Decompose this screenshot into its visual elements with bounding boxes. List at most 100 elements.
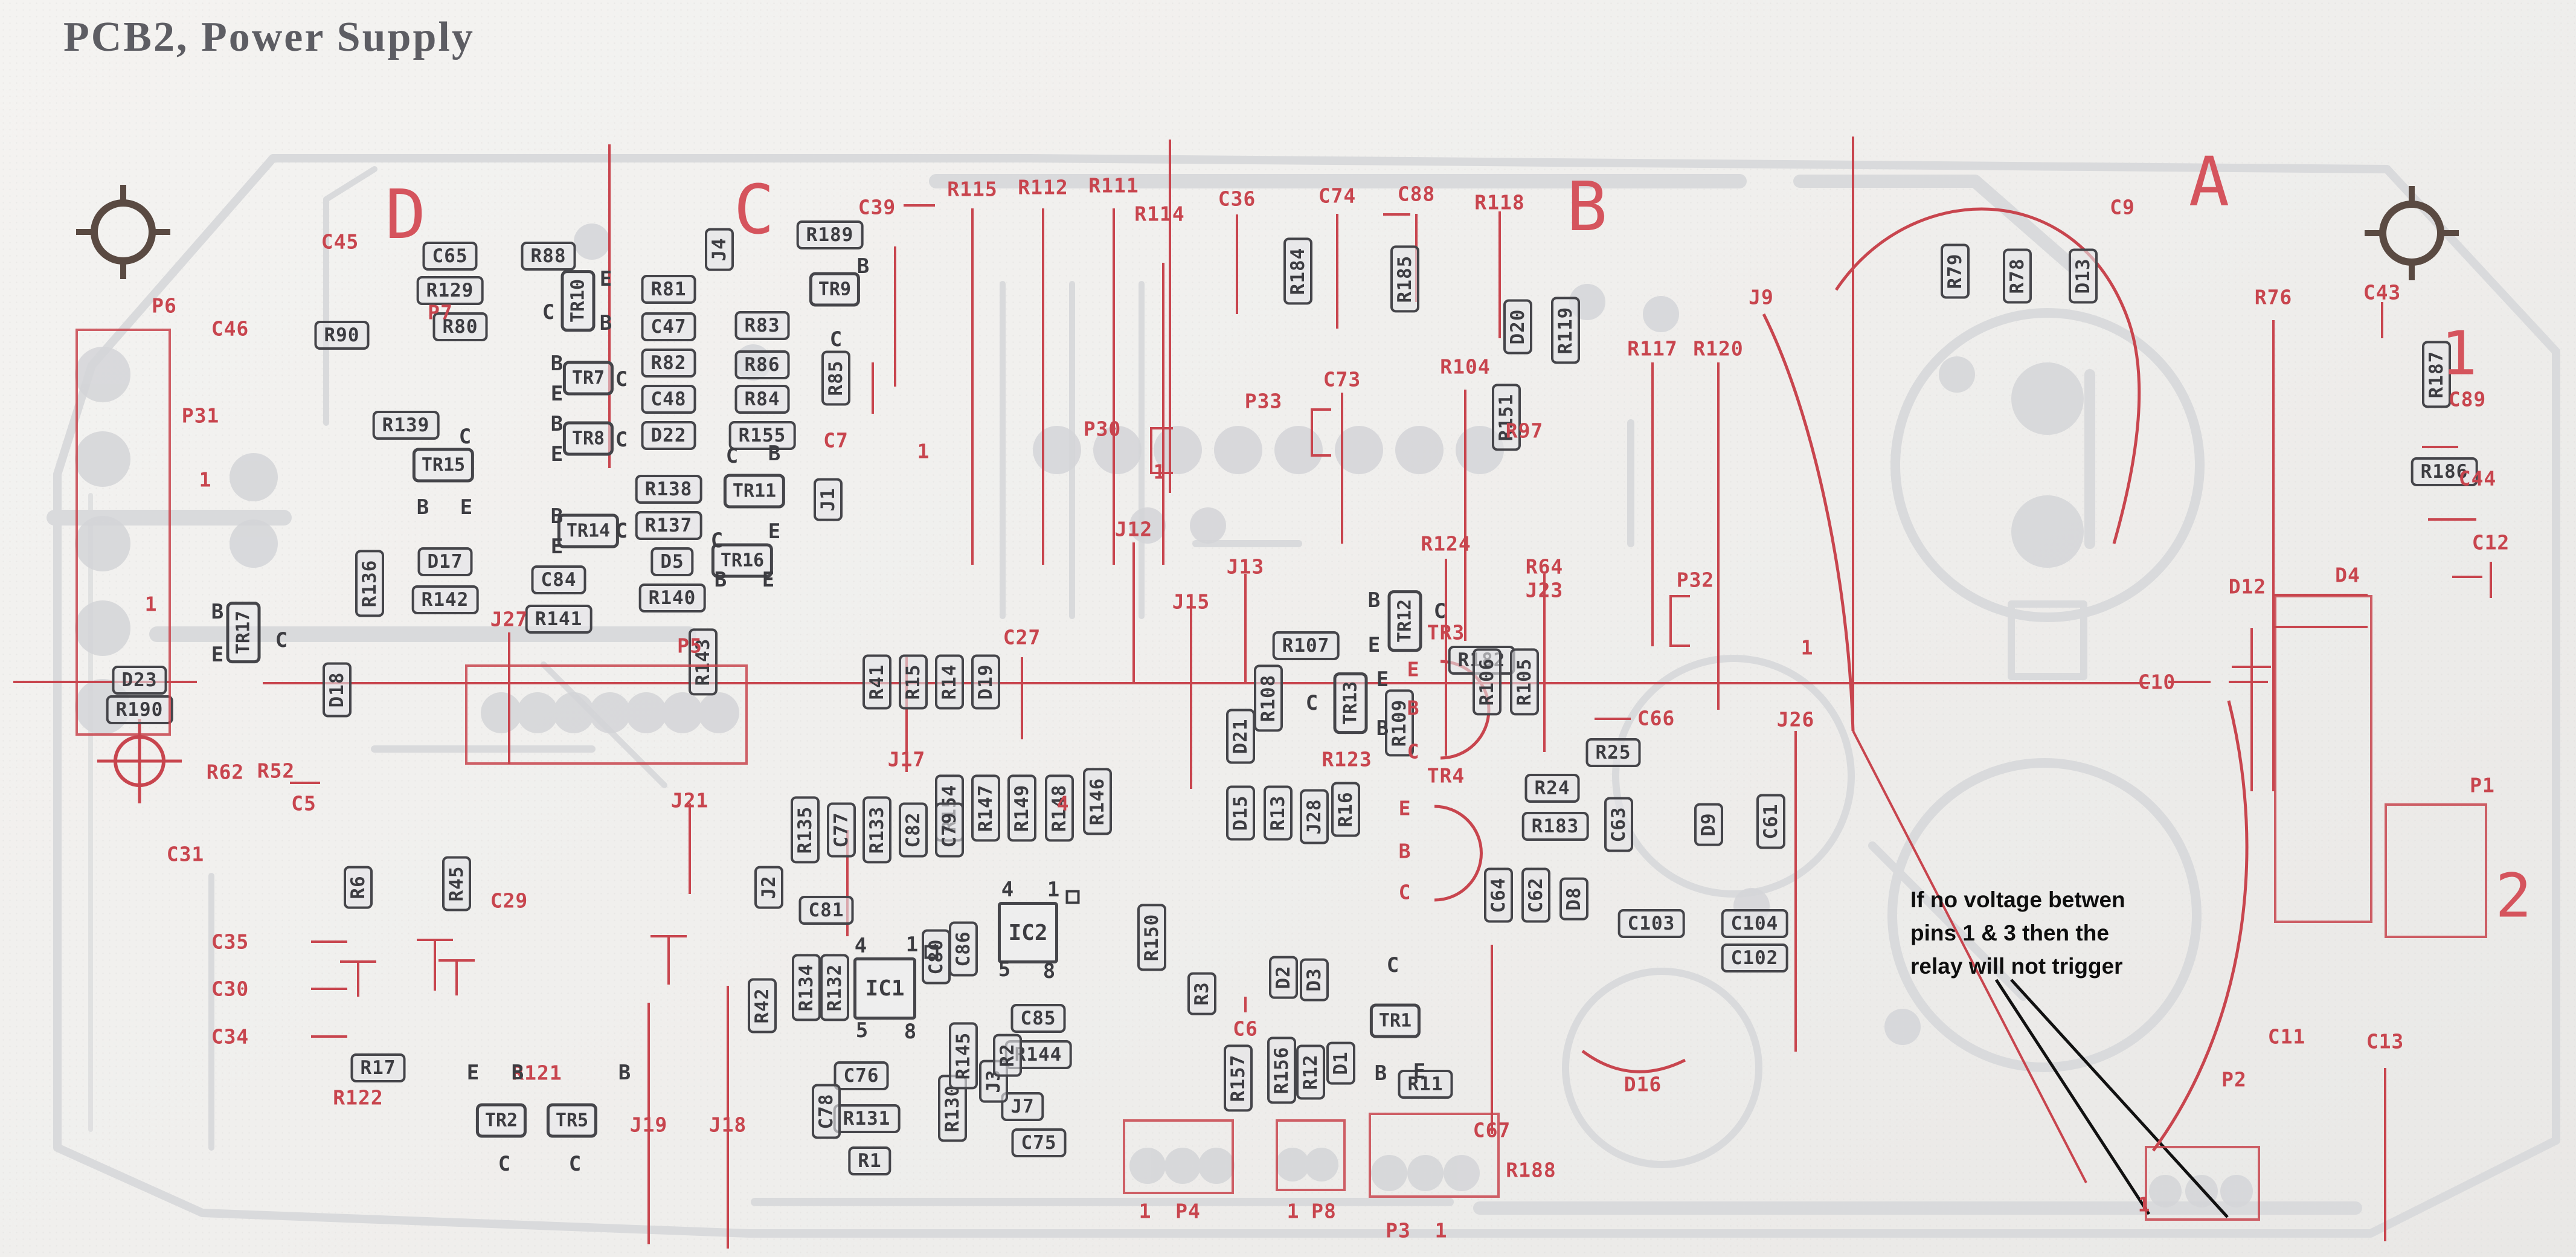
fiducial-mark-icon	[76, 185, 170, 279]
component-label-d18: D18	[323, 662, 352, 718]
component-label-r150: R150	[1137, 904, 1166, 971]
silkscreen-label-r115: R115	[947, 177, 998, 201]
component-label-c75: C75	[1011, 1128, 1067, 1157]
component-label-j7: J7	[1001, 1092, 1044, 1121]
silkscreen-label-r120: R120	[1693, 336, 1744, 361]
section-letter-c: C	[733, 171, 776, 249]
component-label-d5: D5	[650, 547, 694, 576]
component-label-r155: R155	[728, 421, 796, 450]
component-label-r189: R189	[796, 220, 864, 249]
silkscreen-label-c66: C66	[1637, 706, 1675, 730]
ic-ic1: IC1	[853, 957, 916, 1020]
silkscreen-label-r123: R123	[1322, 747, 1372, 771]
transistor-tr7: TR7	[562, 361, 614, 396]
silkscreen-label-r52: R52	[257, 759, 295, 783]
ic-pin-ic1-5: 5	[855, 1018, 869, 1043]
component-label-c76: C76	[834, 1061, 889, 1090]
transistor-pin-tr1-b: B	[1374, 1061, 1387, 1085]
component-label-d15: D15	[1226, 785, 1255, 841]
transistor-tr12: TR12	[1387, 590, 1422, 652]
note-pointer-line	[2010, 979, 2229, 1218]
component-label-r156: R156	[1267, 1037, 1296, 1104]
connector-outline-p6	[75, 329, 171, 736]
connector-bracket	[1311, 408, 1331, 457]
silkscreen-label-1: 1	[199, 468, 212, 492]
connector-outline-d4	[2274, 595, 2372, 923]
component-label-r90: R90	[314, 321, 370, 350]
transistor-tr8: TR8	[562, 421, 614, 456]
component-label-r84: R84	[734, 385, 790, 414]
component-label-r190: R190	[106, 695, 173, 724]
component-label-r141: R141	[525, 605, 593, 634]
transistor-pin-tr2-c: C	[498, 1152, 511, 1176]
silkscreen-label-d16: D16	[1624, 1072, 1662, 1096]
transistor-pin-tr10-e: E	[599, 267, 612, 291]
silkscreen-label-c30: C30	[211, 977, 249, 1001]
section-letter-b: B	[1566, 168, 1608, 246]
silkscreen-label-1: 1	[1434, 1218, 1448, 1243]
component-label-r108: R108	[1254, 664, 1283, 732]
transistor-pin-tr9-c: C	[829, 327, 843, 352]
component-label-d19: D19	[971, 654, 1000, 710]
component-label-r149: R149	[1007, 774, 1036, 842]
transistor-pin-tr11-c: C	[725, 444, 739, 468]
connector-outline-p3	[1369, 1113, 1500, 1198]
component-label-d3: D3	[1300, 958, 1329, 1001]
component-label-r13: R13	[1264, 785, 1293, 841]
component-label-r6: R6	[344, 866, 373, 909]
silkscreen-label-1: 1	[917, 439, 930, 463]
component-label-r11: R11	[1398, 1070, 1453, 1099]
transistor-pin-tr14-e: E	[550, 535, 564, 559]
silkscreen-label-c9: C9	[2110, 195, 2135, 219]
silkscreen-label-p30: P30	[1083, 417, 1122, 441]
silkscreen-label-c67: C67	[1473, 1118, 1511, 1142]
component-label-r119: R119	[1551, 297, 1580, 364]
component-label-r138: R138	[635, 475, 702, 504]
pin1-square	[1065, 890, 1080, 904]
component-label-c104: C104	[1721, 909, 1788, 938]
component-label-r12: R12	[1296, 1044, 1325, 1100]
section-letter-a: A	[2188, 143, 2231, 222]
red-annotation-line	[1852, 730, 2087, 1183]
component-label-r1: R1	[848, 1146, 891, 1175]
transistor-pin-tr5-b: B	[618, 1061, 631, 1085]
component-label-r81: R81	[641, 275, 696, 304]
component-label-c63: C63	[1604, 797, 1633, 852]
pin1-square	[924, 945, 939, 959]
silkscreen-label-1: 1	[1800, 635, 1814, 660]
transistor-pin-tr14-b: B	[550, 504, 564, 529]
transistor-tr13: TR13	[1333, 672, 1368, 735]
ic-pin-ic2-1: 1	[1047, 878, 1060, 902]
component-label-r137: R137	[635, 511, 702, 540]
silkscreen-label-r111: R111	[1088, 173, 1139, 198]
silkscreen-label-c7: C7	[823, 428, 849, 452]
transistor-tr9: TR9	[809, 272, 861, 307]
silkscreen-label-j13: J13	[1226, 555, 1265, 579]
silkscreen-label-e: E	[1398, 796, 1412, 820]
transistor-tr17: TR17	[226, 601, 261, 664]
connector-outline-p2	[2145, 1146, 2260, 1221]
red-annotation-curve	[1762, 313, 1855, 731]
component-label-r42: R42	[748, 978, 777, 1034]
transistor-pin-tr2-e: E	[466, 1061, 480, 1085]
silkscreen-label-r104: R104	[1440, 355, 1491, 379]
component-label-j2: J2	[754, 866, 783, 909]
red-annotation-curve	[1434, 805, 1483, 902]
component-label-c85: C85	[1010, 1004, 1066, 1033]
component-label-r136: R136	[355, 550, 384, 617]
component-label-r78: R78	[2003, 248, 2032, 304]
silkscreen-label-j9: J9	[1749, 285, 1774, 309]
transistor-tr5: TR5	[546, 1103, 598, 1138]
ic-ic2: IC2	[998, 902, 1058, 963]
component-label-r86: R86	[734, 350, 790, 379]
relay-note-line2: pins 1 & 3 then the	[1910, 921, 2109, 945]
silkscreen-label-j27: J27	[490, 607, 528, 631]
silkscreen-label-p4: P4	[1175, 1199, 1201, 1223]
silkscreen-label-p6: P6	[152, 294, 177, 318]
component-label-d17: D17	[417, 547, 473, 576]
transistor-pin-tr8-b: B	[550, 412, 564, 436]
transistor-pin-tr12-e: E	[1367, 633, 1381, 657]
silkscreen-label-c46: C46	[211, 317, 249, 341]
component-label-r131: R131	[833, 1104, 901, 1133]
